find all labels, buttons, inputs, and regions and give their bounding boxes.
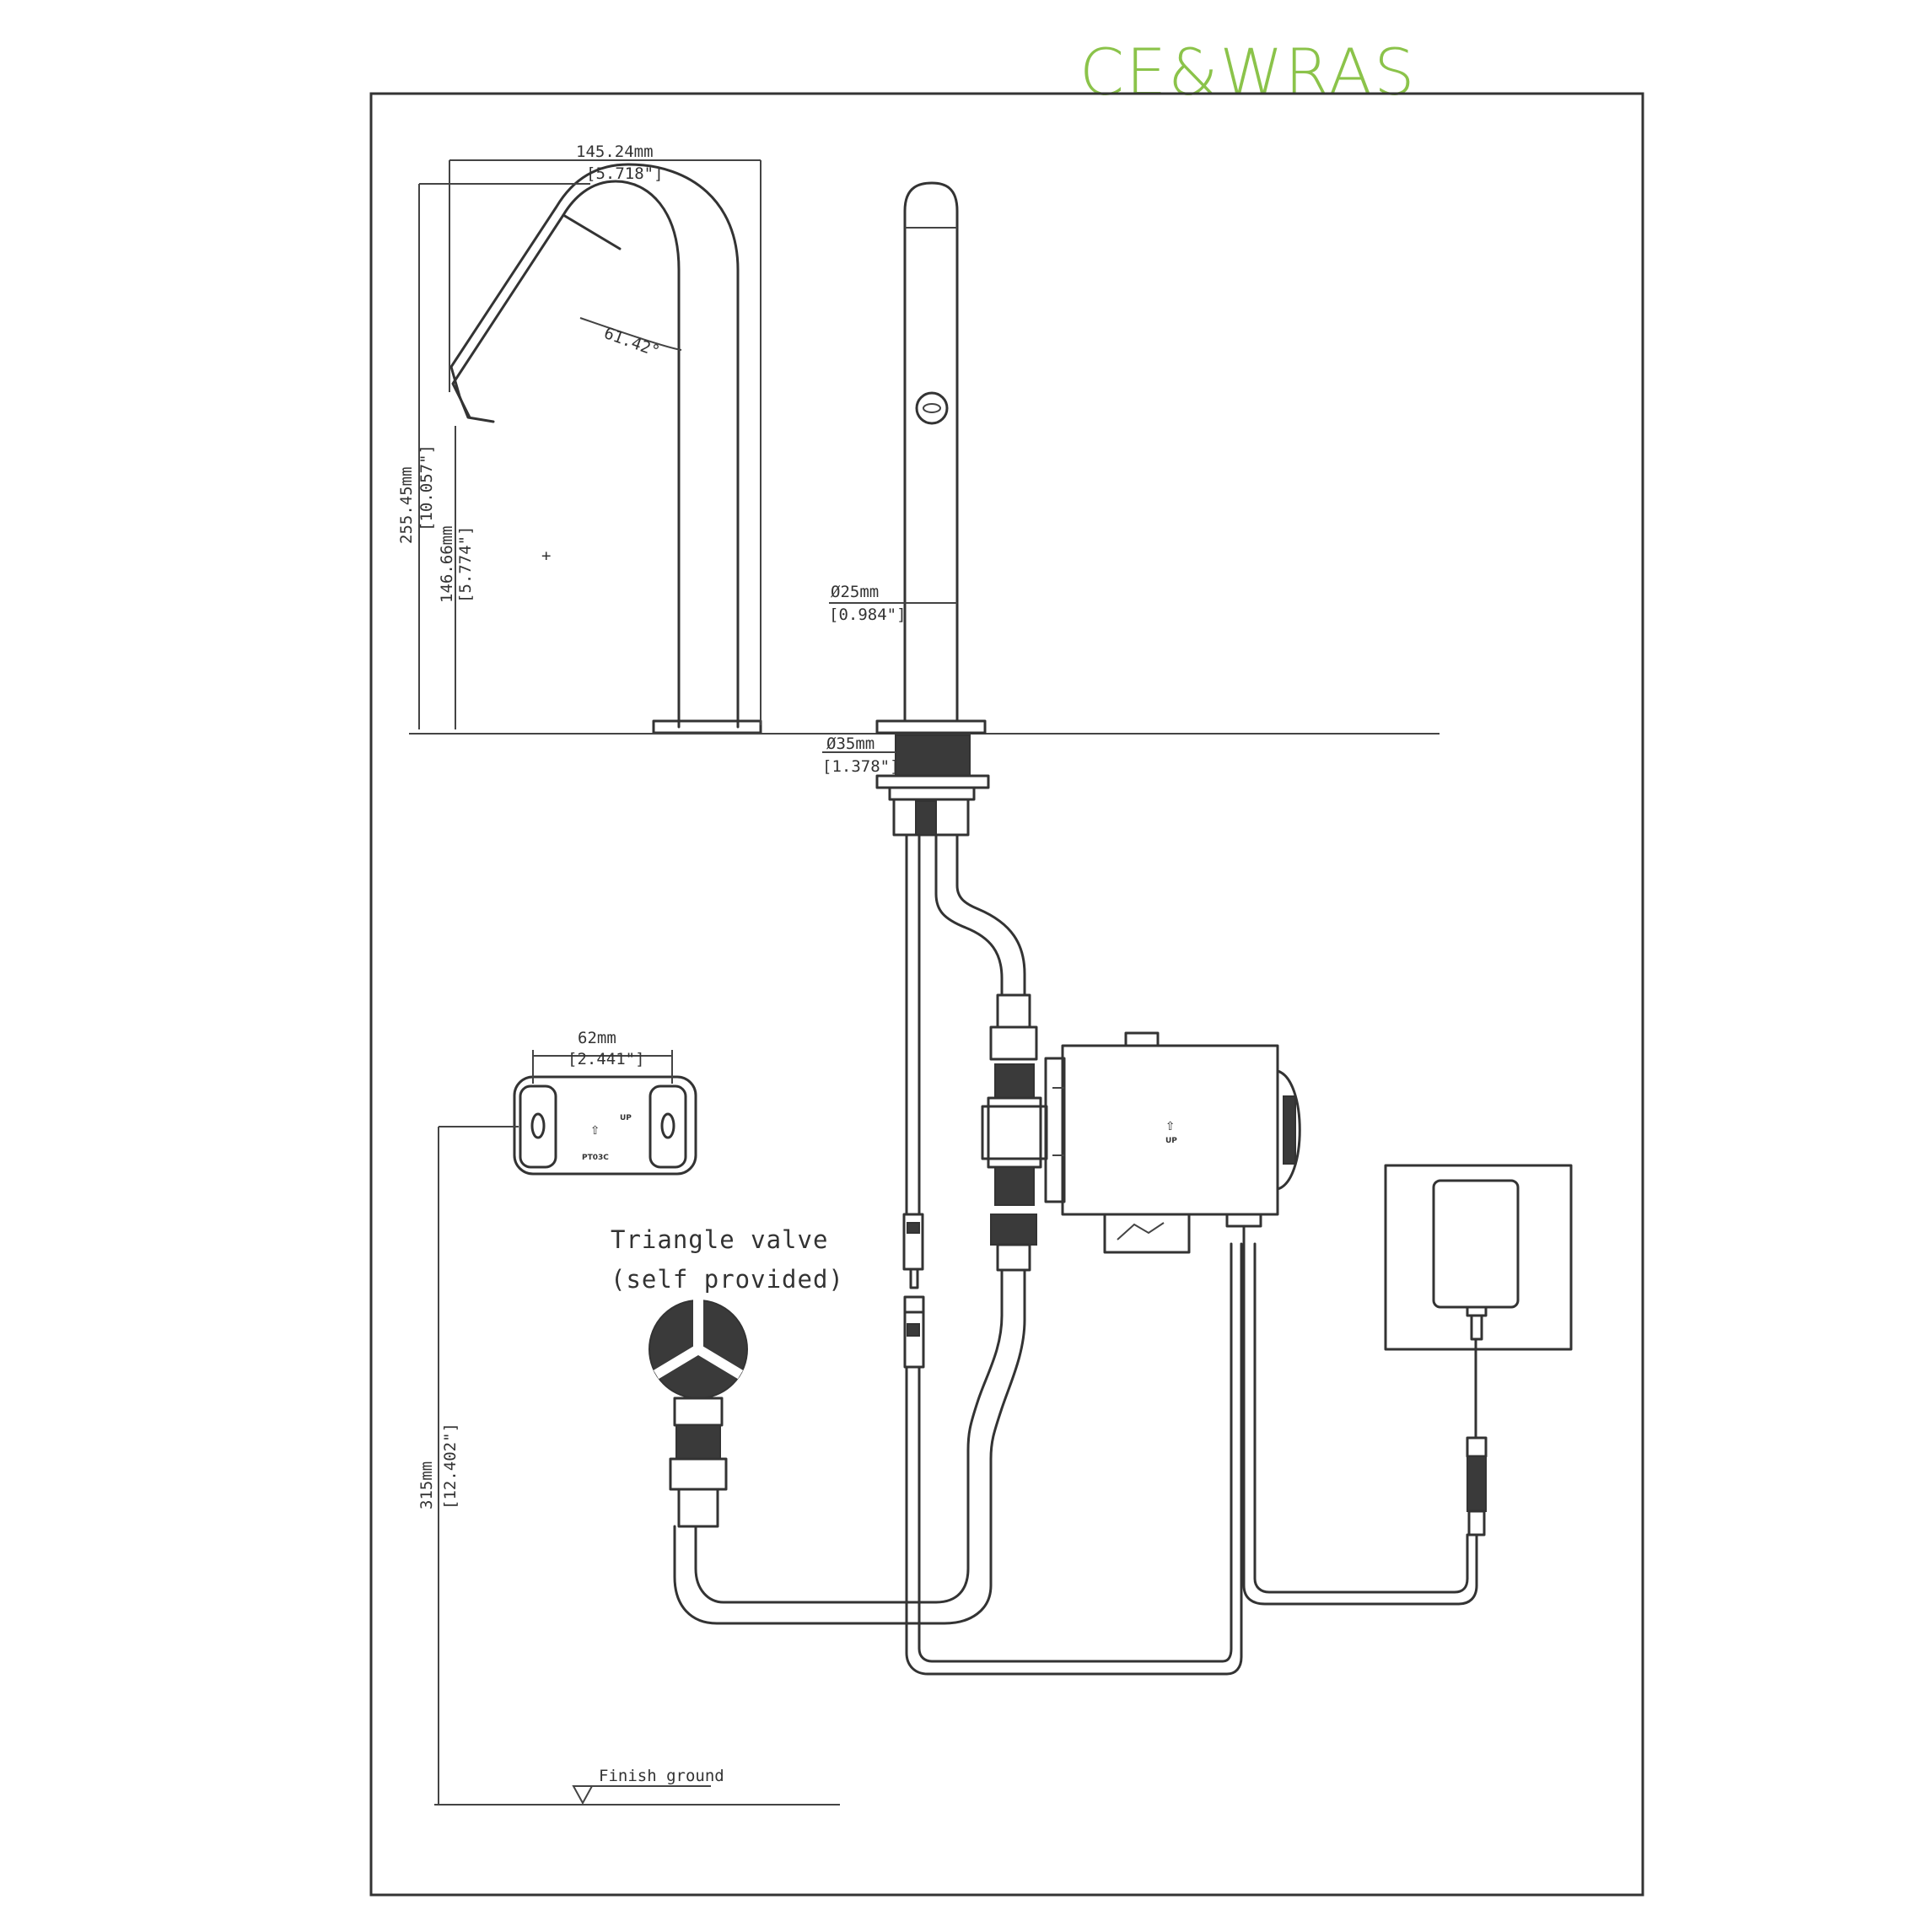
control-box-up-text: UP xyxy=(1165,1137,1177,1145)
bracket-height-in: [12.402"] xyxy=(441,1423,460,1510)
triangle-valve: Triangle valve (self provided) xyxy=(611,1225,844,1528)
control-box-up-arrow: ⇧ xyxy=(1165,1116,1175,1134)
finish-ground: Finish ground xyxy=(434,1767,840,1806)
bracket-height-dimension: 315mm [12.402"] xyxy=(417,1126,519,1805)
mounting-bracket: ⇧ UP PT03C 62mm [2.441"] xyxy=(513,1029,697,1176)
power-adapter xyxy=(1242,1164,1573,1606)
bracket-up-text: UP xyxy=(620,1114,632,1122)
faucet-front-view xyxy=(875,181,990,837)
bracket-up-arrow: ⇧ xyxy=(590,1120,600,1138)
bracket-width-in: [2.441"] xyxy=(568,1050,645,1068)
control-box: ⇧ UP xyxy=(1044,1031,1301,1254)
spout-width-in: [5.718"] xyxy=(586,164,664,183)
front-view-dimensions: Ø25mm [0.984"] Ø35mm [1.378"] xyxy=(822,583,957,776)
spout-diameter-in: [0.984"] xyxy=(829,605,907,624)
bracket-height-mm: 315mm xyxy=(417,1461,436,1510)
spout-angle: 61.42° xyxy=(601,324,662,361)
sensor-window xyxy=(915,391,949,425)
faucet-side-view xyxy=(449,163,762,735)
finish-ground-label: Finish ground xyxy=(599,1767,724,1785)
outlet-height-mm: 146.66mm xyxy=(438,525,456,603)
outlet-height-in: [5.774"] xyxy=(456,525,475,603)
side-view-dimensions: 145.24mm [5.718"] 61.42° 255.45mm [10.05… xyxy=(397,143,761,729)
bracket-code: PT03C xyxy=(582,1154,609,1162)
spout-width-mm: 145.24mm xyxy=(576,143,654,161)
center-mark: + xyxy=(541,546,551,565)
triangle-valve-label-line2: (self provided) xyxy=(611,1265,844,1294)
water-pipes xyxy=(673,833,1243,1676)
base-diameter-in: [1.378"] xyxy=(822,757,900,776)
drawing-frame xyxy=(369,92,1644,1897)
total-height-in: [10.057"] xyxy=(417,444,436,531)
base-diameter-mm: Ø35mm xyxy=(826,735,875,753)
bracket-width-mm: 62mm xyxy=(578,1029,616,1047)
brand-label: CE&WRAS xyxy=(1079,35,1416,110)
spout-diameter-mm: Ø25mm xyxy=(831,583,879,601)
total-height-mm: 255.45mm xyxy=(397,466,416,544)
triangle-valve-label-line1: Triangle valve xyxy=(611,1225,828,1254)
